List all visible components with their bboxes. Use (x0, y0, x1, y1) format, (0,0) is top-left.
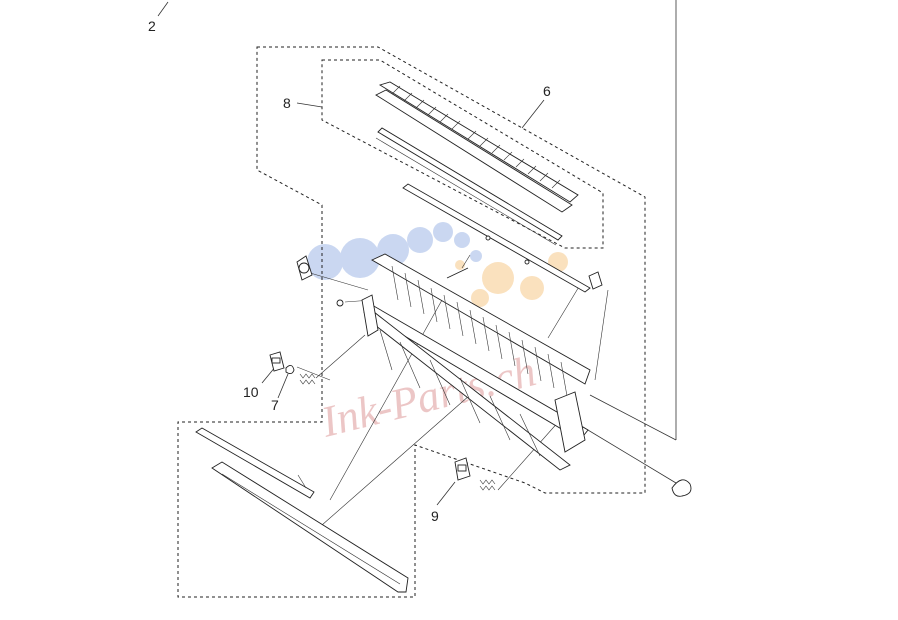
leader-lines (157, 0, 677, 526)
part-8-guide-comb (375, 81, 579, 246)
pin-parts (336, 254, 603, 307)
part-7-spring-clip (285, 365, 295, 375)
callout-7: 7 (271, 397, 279, 413)
lower-rod (195, 427, 315, 499)
callout-9: 9 (431, 508, 439, 524)
main-frame-assembly (361, 253, 591, 471)
lower-long-bar (211, 461, 409, 593)
part-9-latch (454, 457, 471, 481)
spring-lower (479, 479, 496, 491)
guide-plate (402, 183, 591, 293)
callout-10: 10 (243, 384, 259, 400)
callout-8: 8 (283, 95, 291, 111)
callout-2: 2 (148, 18, 156, 34)
left-gear-bracket (296, 255, 313, 281)
outer-dashed-boundary (177, 46, 646, 598)
callout-6: 6 (543, 83, 551, 99)
spring-left (299, 373, 316, 385)
right-gear-bracket (671, 479, 692, 497)
part-10-latch (269, 351, 285, 372)
inner-dashed-boundary-6 (321, 59, 604, 249)
